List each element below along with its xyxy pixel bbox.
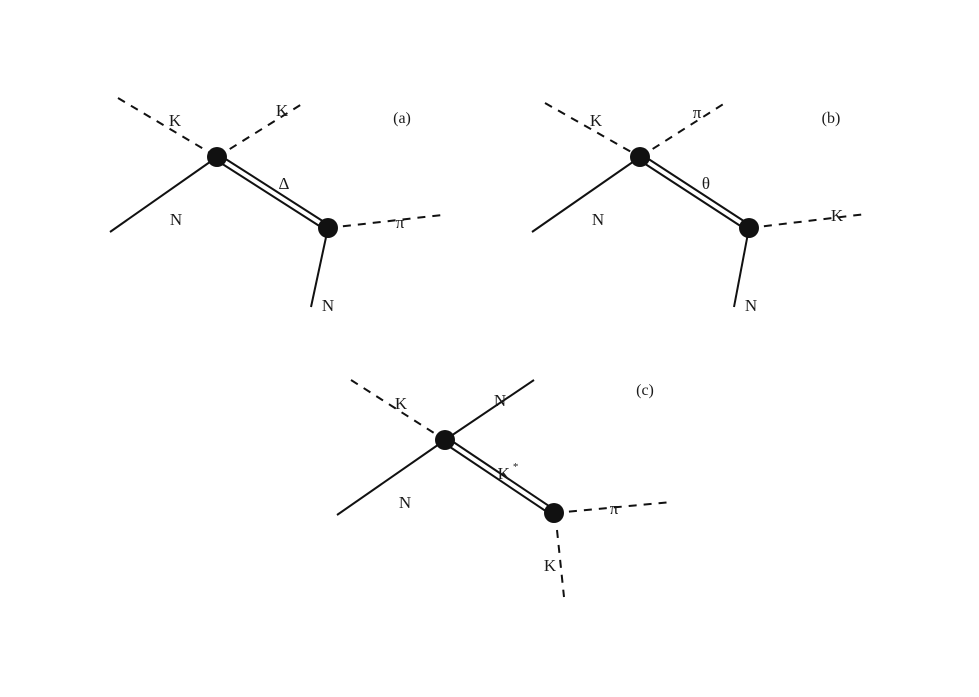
panel-b-dashed-line-0: [544, 102, 641, 158]
panel-b-incoming-nucleon-label: N: [592, 210, 604, 229]
panel-a-propagator-rail-0: [214, 158, 327, 232]
panel-a-solid-line-2: [109, 156, 218, 233]
panel-a-incoming-nucleon-label: N: [170, 210, 182, 229]
panel-b-propagator-label: θ: [702, 174, 710, 193]
panel-a-incoming-kaon-label: K: [169, 111, 182, 130]
panel-a-propagator-rail-1: [218, 153, 331, 227]
panel-a-dashed-line-3: [327, 214, 443, 229]
panel-b-solid-line-4: [733, 227, 750, 308]
panel-b-incoming-kaon-label: K: [590, 111, 603, 130]
panel-a-lines: [109, 97, 443, 308]
panel-a-caption: (a): [393, 110, 411, 127]
panel-b-outgoing-nucleon-label: N: [745, 296, 757, 315]
panel-a-labels: (a) Δ K K N π N: [169, 101, 411, 315]
panel-c-caption: (c): [636, 382, 654, 399]
panel-c-dashed-line-0: [350, 379, 446, 441]
panel-b-solid-line-2: [531, 156, 641, 233]
panel-b-propagator-rail-0: [637, 158, 748, 232]
panel-c-kstar-propagator: [442, 436, 557, 517]
panel-b-pion-label: π: [693, 103, 702, 122]
panel-c-vertex-0: [435, 430, 455, 450]
panel-b-vertex-0: [630, 147, 650, 167]
panel-c-propagator-label: K*: [498, 461, 519, 483]
panel-b-lines: [531, 102, 867, 308]
panel-a-kn-delta-diagram: (a) Δ K K N π N: [109, 97, 443, 315]
panel-b-kn-theta-diagram: (b) θ K π N K N: [531, 102, 867, 315]
panel-a-propagator-label: Δ: [279, 174, 290, 193]
panel-c-vertices: [435, 430, 564, 523]
panel-c-outgoing-kaon-label: K: [544, 556, 557, 575]
panel-a-vertex-0: [207, 147, 227, 167]
panel-c-solid-line-1: [444, 379, 535, 441]
panel-a-vertices: [207, 147, 338, 238]
panel-b-labels: (b) θ K π N K N: [590, 103, 844, 315]
panel-b-vertices: [630, 147, 759, 238]
panel-b-dashed-line-1: [639, 102, 726, 158]
panel-a-solid-line-4: [310, 227, 329, 308]
panel-c-incoming-kaon-label: K: [395, 394, 408, 413]
panel-c-propagator-superscript: *: [513, 461, 519, 473]
panel-c-pion-label: π: [610, 499, 619, 518]
panel-a-outgoing-kaon-label: K: [276, 101, 289, 120]
panel-b-dashed-line-3: [748, 213, 867, 229]
panel-b-propagator-rail-1: [641, 153, 752, 227]
panel-c-vertex-1: [544, 503, 564, 523]
panel-c-propagator-rail-1: [446, 436, 557, 512]
panel-c-solid-line-2: [336, 439, 446, 516]
panel-b-outgoing-kaon-label: K: [831, 206, 844, 225]
panel-c-propagator-rail-0: [442, 441, 553, 517]
panel-c-incoming-nucleon-label: N: [399, 493, 411, 512]
panel-b-vertex-1: [739, 218, 759, 238]
panel-a-outgoing-nucleon-label: N: [322, 296, 334, 315]
panel-a-dashed-line-0: [117, 97, 218, 158]
panel-c-propagator-base: K: [498, 464, 511, 483]
panel-b-caption: (b): [822, 110, 841, 127]
panel-a-vertex-1: [318, 218, 338, 238]
panel-a-dashed-line-1: [216, 103, 303, 158]
panel-c-kn-kstar-diagram: (c) K* K N N π K: [336, 379, 673, 598]
panel-c-lines: [336, 379, 673, 598]
panel-b-theta-propagator: [637, 153, 752, 232]
panel-a-pion-label: π: [396, 213, 405, 232]
panel-c-dashed-line-4: [556, 529, 565, 598]
panel-c-labels: (c) K* K N N π K: [395, 382, 654, 575]
panel-c-dashed-line-3: [553, 501, 673, 514]
panel-c-outgoing-nucleon-label: N: [494, 391, 506, 410]
panel-a-delta-propagator: [214, 153, 331, 232]
